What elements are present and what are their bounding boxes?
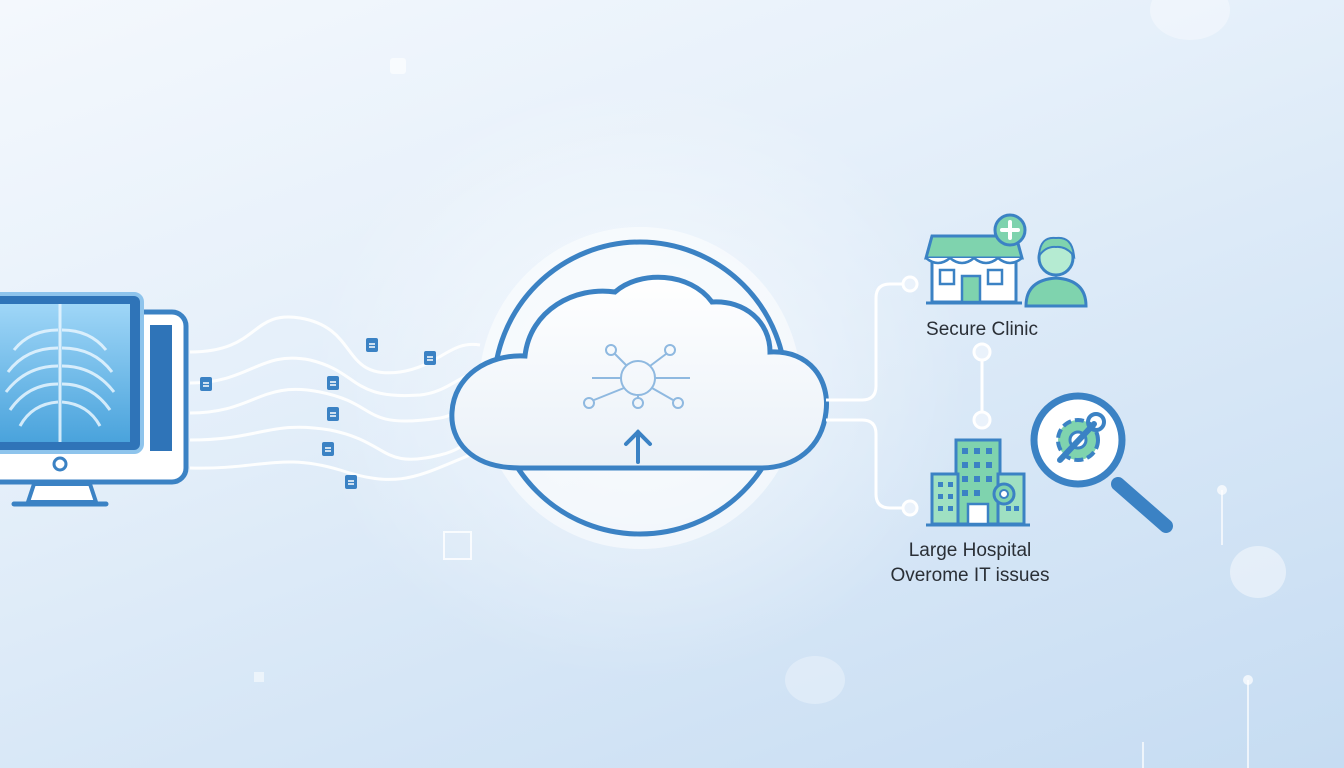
- it-support-magnifier-icon: [1030, 392, 1173, 533]
- clinic-label: Secure Clinic: [926, 319, 1038, 340]
- medical-cross-icon: [993, 213, 1027, 247]
- node-connectors: [826, 282, 984, 510]
- clinic-icon: [924, 234, 1024, 305]
- hospital-label-line1: Large Hospital: [908, 540, 1032, 561]
- hospital-label-line2: Overome IT issues: [890, 565, 1050, 586]
- data-packets: [200, 338, 436, 489]
- cloud-hub-icon: [449, 227, 829, 549]
- connector-dots: [901, 275, 992, 517]
- xray-monitor-icon: [0, 292, 189, 507]
- hospital-icon: [926, 438, 1030, 527]
- doctor-avatar-icon: [1024, 236, 1088, 308]
